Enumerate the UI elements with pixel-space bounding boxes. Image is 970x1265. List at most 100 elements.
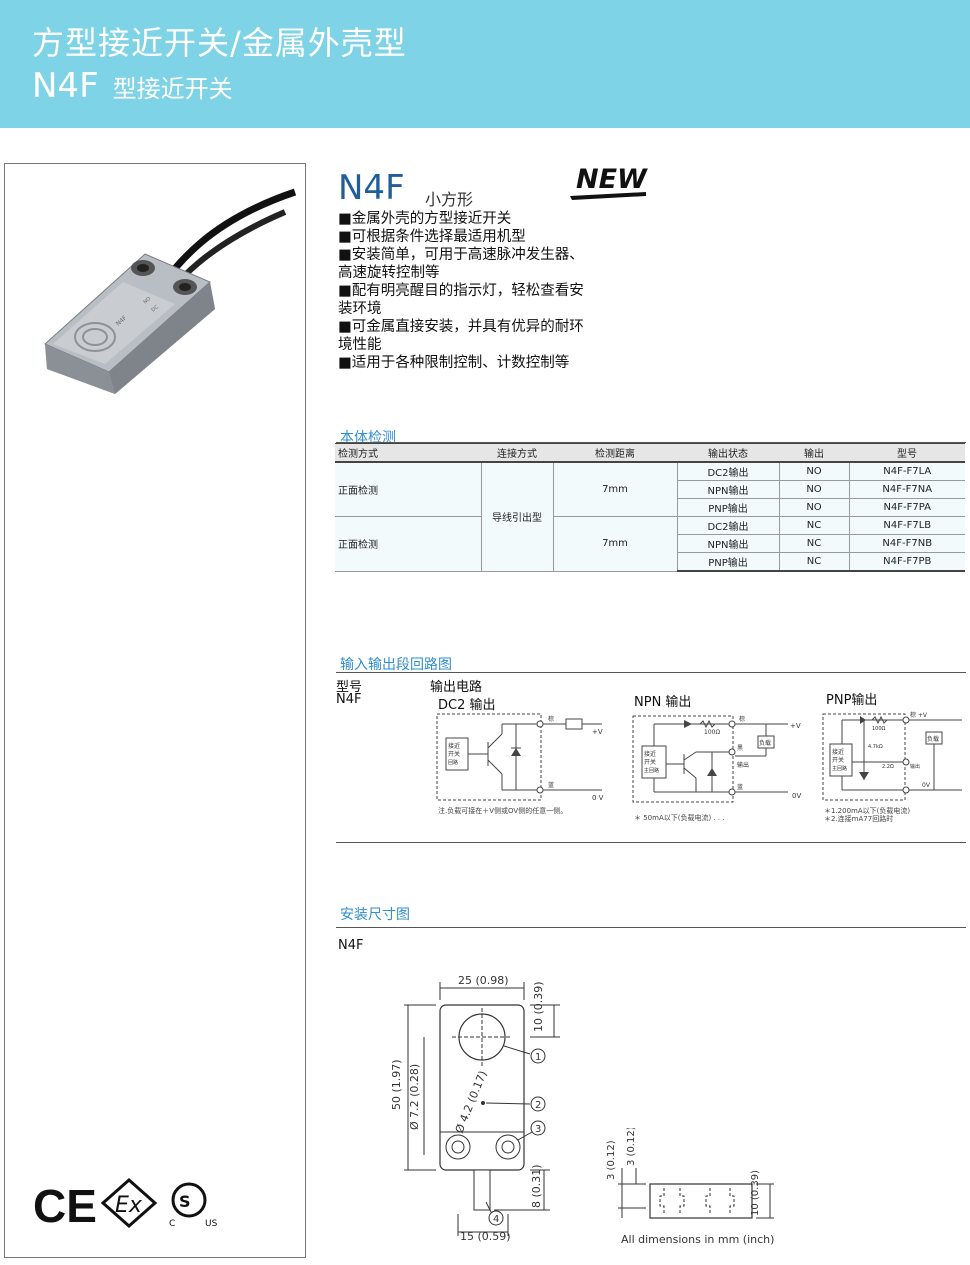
cell-output: NO — [778, 498, 849, 517]
col-model: 型号 — [849, 443, 965, 463]
col-output: 输出 — [779, 443, 849, 463]
svg-text:开关: 开关 — [644, 758, 656, 766]
svg-text:4: 4 — [493, 1214, 499, 1225]
svg-text:开关: 开关 — [832, 756, 844, 764]
cell-state: NPN输出 — [676, 480, 779, 499]
svg-text:NEW: NEW — [576, 164, 648, 195]
col-state: 输出状态 — [677, 443, 779, 463]
cell-model: N4F-F7NB — [848, 534, 965, 553]
svg-text:回路: 回路 — [448, 759, 458, 766]
svg-text:50 (1.97): 50 (1.97) — [390, 1059, 403, 1110]
table-row: PNP输出 NC N4F-F7PB — [335, 552, 965, 572]
cell-output: NC — [778, 516, 849, 535]
cell-method: 正面检测 — [335, 462, 481, 517]
cell-output: NC — [778, 552, 849, 572]
cell-state: PNP输出 — [676, 552, 779, 572]
pnp-circuit-diagram: 接近 开关 主回路 100Ω 4.7kΩ 2.2Ω 负载 棕 +V 输出 0V — [822, 711, 962, 801]
svg-text:蓝: 蓝 — [548, 781, 554, 789]
feature-item: ■可金属直接安装，并具有优异的耐环境性能 — [338, 319, 584, 353]
svg-text:接近: 接近 — [644, 750, 656, 758]
table-row: NPN输出 NO N4F-F7NA — [335, 480, 965, 499]
cell-model: N4F-F7PB — [848, 552, 965, 572]
io-section-title: 输入输出段回路图 — [340, 657, 452, 673]
npn-title: NPN 输出 — [634, 695, 692, 710]
svg-text:100Ω: 100Ω — [704, 729, 720, 736]
io-type-value: N4F — [336, 692, 362, 707]
csa-c-mark: C — [169, 1219, 175, 1229]
dc2-note: 注.负载可接在＋V侧或OV侧的任意一侧。 — [438, 807, 568, 815]
pnp-note-1: ＊1.200mA以下(负载电流) — [824, 807, 911, 815]
spec-header-row: 检测方式 连接方式 检测距离 输出状态 输出 型号 — [335, 443, 965, 463]
cell-state: PNP输出 — [676, 498, 779, 517]
front-dimension-drawing: 25 (0.98) 10 (0.39) 50 (1.97) Ø 7.2 (0.2… — [390, 974, 560, 1243]
svg-text:8 (0.31): 8 (0.31) — [530, 1164, 543, 1208]
col-connection: 连接方式 — [481, 443, 553, 463]
svg-text:负载: 负载 — [927, 735, 939, 743]
sensor-line1-text: NO — [142, 296, 152, 306]
spec-section-rule — [336, 442, 966, 443]
svg-text:棕: 棕 — [548, 715, 554, 723]
spec-table: 检测方式 连接方式 检测距离 输出状态 输出 型号 正面检测 导线引出型 7mm… — [335, 443, 965, 572]
svg-text:3 (0.12): 3 (0.12) — [626, 1128, 637, 1166]
product-photo: N4F NO DC — [44, 188, 297, 394]
product-model: N4F — [338, 168, 405, 208]
cell-state: DC2输出 — [676, 516, 779, 535]
dims-section-rule — [336, 927, 966, 928]
dc2-circuit-diagram: 接近 开关 回路 棕 蓝 +V 0 V — [436, 713, 604, 802]
certification-logos: CE Ex S C US — [33, 1177, 218, 1231]
svg-text:2.2Ω: 2.2Ω — [882, 764, 894, 770]
svg-text:+V: +V — [592, 728, 603, 736]
banner-model-sub: 型接近开关 — [112, 75, 233, 103]
svg-text:10 (0.39): 10 (0.39) — [532, 981, 545, 1032]
feature-item: ■金属外壳的方型接近开关 — [338, 211, 512, 227]
dims-footnote: All dimensions in mm (inch) — [621, 1233, 775, 1246]
cell-model: N4F-F7LB — [848, 516, 965, 535]
npn-circuit-diagram: 接近 开关 主回路 100Ω 负载 棕 黑 输出 蓝 +V 0V — [632, 715, 801, 803]
svg-text:开关: 开关 — [448, 750, 460, 758]
svg-text:接近: 接近 — [448, 742, 460, 750]
io-circuit-label: 输出电路 — [430, 680, 483, 695]
dims-model: N4F — [338, 938, 364, 953]
svg-text:3 (0.12): 3 (0.12) — [606, 1140, 617, 1180]
col-distance: 检测距离 — [553, 443, 677, 463]
svg-text:25 (0.98): 25 (0.98) — [458, 974, 509, 987]
io-type-label: 型号 — [336, 680, 363, 695]
cell-distance: 7mm — [552, 516, 677, 572]
cell-state: NPN输出 — [676, 534, 779, 553]
ex-mark: Ex — [115, 1193, 143, 1218]
svg-text:+V: +V — [790, 722, 801, 730]
cell-distance: 7mm — [552, 462, 677, 517]
svg-text:接近: 接近 — [832, 748, 844, 756]
col-method: 检测方式 — [335, 443, 481, 463]
svg-text:输出: 输出 — [737, 761, 749, 769]
dc2-title: DC2 输出 — [438, 698, 496, 713]
feature-item: ■可根据条件选择最适用机型 — [338, 229, 526, 245]
svg-text:0V: 0V — [922, 782, 931, 789]
svg-text:Ø 7.2 (0.28): Ø 7.2 (0.28) — [408, 1064, 421, 1130]
io-section-bottom-rule — [336, 842, 966, 843]
table-row: NPN输出 NC N4F-F7NB — [335, 534, 965, 553]
svg-text:0V: 0V — [792, 792, 801, 800]
svg-text:100Ω: 100Ω — [872, 726, 886, 732]
table-row: PNP输出 NO N4F-F7PA — [335, 498, 965, 517]
feature-item: ■配有明亮醒目的指示灯，轻松查看安装环境 — [338, 283, 584, 317]
cell-model: N4F-F7LA — [848, 462, 965, 481]
table-row: 正面检测 导线引出型 7mm DC2输出 NO N4F-F7LA — [335, 462, 965, 572]
svg-text:蓝: 蓝 — [737, 783, 743, 791]
feature-item: ■适用于各种限制控制、计数控制等 — [338, 355, 570, 371]
npn-note: ＊ 50mA以下(负载电流) . . . — [634, 814, 725, 822]
sensor-line2-text: DC — [150, 304, 160, 314]
svg-text:主回路: 主回路 — [832, 765, 847, 772]
svg-text:主回路: 主回路 — [644, 767, 659, 774]
svg-text:S: S — [179, 1192, 191, 1211]
banner-title: 方型接近开关/金属外壳型 — [32, 24, 407, 62]
svg-text:负载: 负载 — [759, 739, 771, 747]
io-section-rule — [336, 672, 966, 673]
svg-text:输出: 输出 — [910, 763, 920, 770]
svg-text:棕 +V: 棕 +V — [910, 711, 928, 719]
svg-text:10 (0.39): 10 (0.39) — [750, 1170, 761, 1216]
cell-output: NO — [778, 462, 849, 481]
ce-mark: CE — [33, 1180, 97, 1231]
svg-text:3: 3 — [535, 1124, 541, 1135]
